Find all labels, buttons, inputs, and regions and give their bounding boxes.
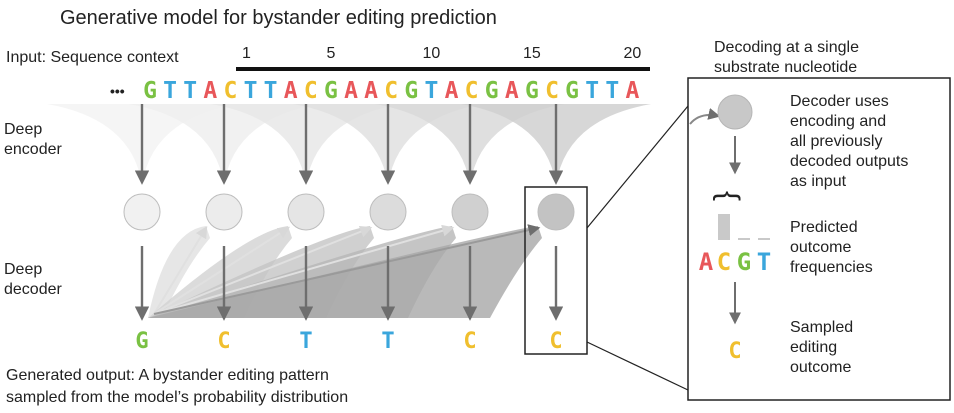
sequence-letter: G — [404, 78, 418, 104]
position-tick: 1 — [242, 45, 251, 62]
panel-decoder-node — [717, 94, 753, 130]
sequence-letter: G — [324, 78, 338, 104]
panel-title-line2: substrate nucleotide — [714, 59, 857, 76]
generated-caption-line2: sampled from the model’s probability dis… — [6, 389, 348, 406]
decoder-text-line5: as input — [790, 173, 847, 190]
frequency-bars — [718, 214, 770, 240]
generated-caption-line1: Generated output: A bystander editing pa… — [6, 367, 329, 384]
zoom-line-top — [586, 105, 689, 229]
sequence-letter: C — [465, 78, 479, 104]
decoder-text-line1: Decoder uses — [790, 93, 889, 110]
diagram-title: Generative model for bystander editing p… — [60, 7, 497, 29]
position-tick: 5 — [326, 45, 335, 62]
output-letter: C — [549, 329, 562, 354]
panel-sampled-letter: C — [728, 339, 741, 364]
sequence-letter: G — [485, 78, 499, 104]
frequency-bar — [738, 238, 750, 240]
sampled-text-line3: outcome — [790, 359, 851, 376]
sequence-letter: T — [585, 78, 599, 104]
outcome-letter: A — [699, 248, 714, 276]
decoder-fan-arrow — [153, 226, 291, 315]
panel-brace: { — [712, 191, 745, 201]
predicted-text-line2: outcome — [790, 239, 851, 256]
decoder-label-line2: decoder — [4, 281, 62, 298]
frequency-bar — [718, 214, 730, 240]
sequence-letter: T — [424, 78, 438, 104]
decoder-node — [205, 193, 243, 231]
output-letter: C — [463, 329, 476, 354]
decoder-fan-arrow — [153, 224, 541, 315]
sequence-ellipsis: ••• — [110, 83, 125, 99]
outcome-letter: T — [757, 248, 771, 276]
panel-title-line1: Decoding at a single — [714, 39, 859, 56]
encoder-label-line2: encoder — [4, 141, 62, 158]
output-letter: G — [135, 329, 148, 354]
sequence-letter: T — [183, 78, 197, 104]
decoder-fan-arrow — [153, 225, 208, 315]
detail-panel — [687, 77, 951, 401]
position-tick: 15 — [523, 45, 541, 62]
output-letter: T — [381, 329, 394, 354]
encoder-label-line1: Deep — [4, 121, 42, 138]
output-letter: C — [217, 329, 230, 354]
decoder-cross-connections — [148, 224, 542, 318]
panel-decoder-text: Decoder uses encoding and all previously… — [790, 93, 908, 190]
highlight-box — [524, 186, 588, 355]
position-tick: 10 — [423, 45, 441, 62]
decoder-fan-arrow — [153, 224, 455, 315]
decoder-node — [369, 193, 407, 231]
decoder-text-line3: all previously — [790, 133, 882, 150]
sequence-letter: G — [565, 78, 579, 104]
decoder-text-line2: encoding and — [790, 113, 886, 130]
outcome-letter: C — [717, 248, 731, 276]
sequence-letter: G — [143, 78, 157, 104]
sequence-letter: A — [625, 78, 639, 104]
frequency-bar — [758, 238, 770, 240]
predicted-text-line3: frequencies — [790, 259, 873, 276]
panel-sampled-text: Sampled editing outcome — [790, 319, 853, 376]
sequence-letter: C — [304, 78, 318, 104]
sequence-letter: T — [605, 78, 619, 104]
sequence-letter: C — [545, 78, 559, 104]
sequence-letter: C — [223, 78, 237, 104]
sampled-text-line1: Sampled — [790, 319, 853, 336]
decoder-node — [451, 193, 489, 231]
decoder-label-line1: Deep — [4, 261, 42, 278]
position-tick: 20 — [624, 45, 642, 62]
sampled-text-line2: editing — [790, 339, 837, 356]
sequence-letter: C — [384, 78, 398, 104]
decoder-text-line4: decoded outputs — [790, 153, 908, 170]
sequence-letter: G — [525, 78, 539, 104]
outcome-letter: G — [737, 248, 751, 276]
input-label: Input: Sequence context — [6, 49, 179, 66]
panel-input-arrow — [689, 108, 721, 125]
decoder-node — [287, 193, 325, 231]
sequence-letter: A — [284, 78, 298, 104]
sequence-letter: A — [505, 78, 519, 104]
sequence-letter: A — [364, 78, 378, 104]
panel-predicted-text: Predicted outcome frequencies — [790, 219, 873, 276]
sequence-letter: A — [445, 78, 459, 104]
predicted-text-line1: Predicted — [790, 219, 858, 236]
sequence-letter: A — [344, 78, 358, 104]
sequence-letter: T — [264, 78, 278, 104]
sequence-letter: T — [244, 78, 258, 104]
decoder-node — [123, 193, 161, 231]
decoder-node — [537, 193, 575, 231]
decoder-fan-arrow — [153, 225, 373, 315]
output-letter: T — [299, 329, 312, 354]
sequence-letter: A — [203, 78, 217, 104]
encoder-fans — [47, 104, 651, 185]
zoom-line-bottom — [586, 341, 689, 391]
sequence-letter: T — [163, 78, 177, 104]
